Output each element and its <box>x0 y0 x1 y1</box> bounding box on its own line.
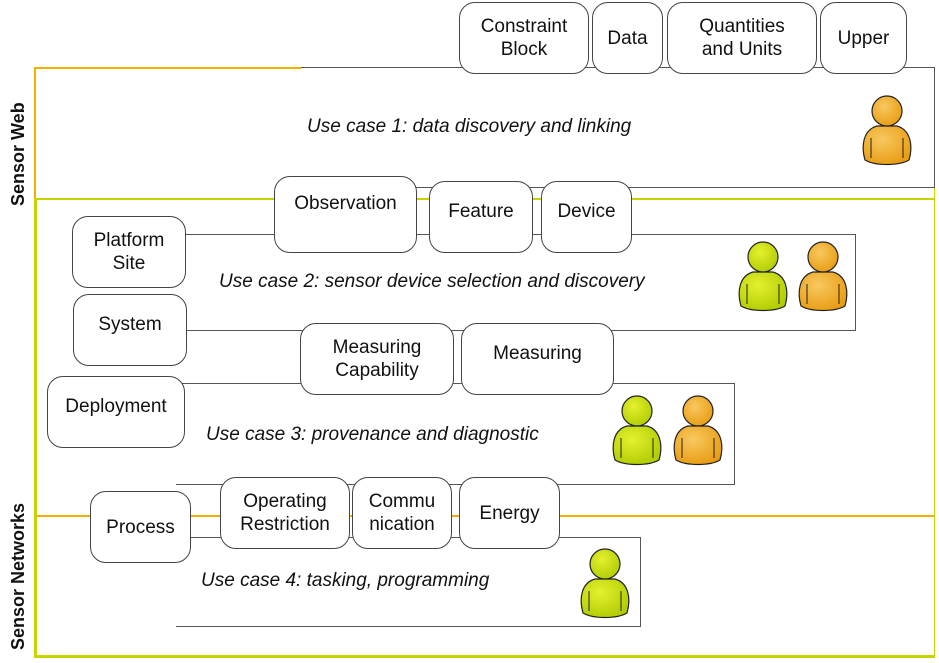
concept-process[interactable]: Process <box>90 491 191 563</box>
concept-observation[interactable]: Observation <box>274 176 417 253</box>
concept-device[interactable]: Device <box>541 181 632 253</box>
actor-orange-icon <box>798 241 848 312</box>
use-case-1-box: Use case 1: data discovery and linking <box>301 67 935 188</box>
use-case-2-label: Use case 2: sensor device selection and … <box>219 271 645 292</box>
concept-quantities-and-units[interactable]: Quantities and Units <box>667 2 817 74</box>
concept-measuring[interactable]: Measuring <box>461 323 614 395</box>
actor-green-icon <box>580 548 630 619</box>
concept-communication[interactable]: Commu nication <box>352 477 452 549</box>
concept-measuring-capability[interactable]: Measuring Capability <box>300 323 454 395</box>
actor-orange-icon <box>862 95 912 166</box>
use-case-1-label: Use case 1: data discovery and linking <box>307 116 632 137</box>
concept-operating-restriction[interactable]: Operating Restriction <box>220 477 350 549</box>
sensor-networks-label: Sensor Networks <box>8 502 28 650</box>
use-case-4-box: Use case 4: tasking, programming <box>176 537 641 627</box>
concept-platform-site[interactable]: Platform Site <box>72 216 186 288</box>
concept-energy[interactable]: Energy <box>459 477 560 549</box>
concept-upper[interactable]: Upper <box>820 2 907 74</box>
concept-data[interactable]: Data <box>592 2 663 74</box>
concept-deployment[interactable]: Deployment <box>47 376 185 448</box>
actor-orange-icon <box>673 395 723 466</box>
concept-system[interactable]: System <box>73 294 187 366</box>
actor-green-icon <box>738 241 788 312</box>
sensor-web-label: Sensor Web <box>8 102 28 206</box>
use-case-4-label: Use case 4: tasking, programming <box>201 570 490 591</box>
concept-feature[interactable]: Feature <box>429 181 533 253</box>
use-case-3-label: Use case 3: provenance and diagnostic <box>206 424 539 445</box>
actor-green-icon <box>612 395 662 466</box>
concept-constraint-block[interactable]: Constraint Block <box>459 2 589 74</box>
